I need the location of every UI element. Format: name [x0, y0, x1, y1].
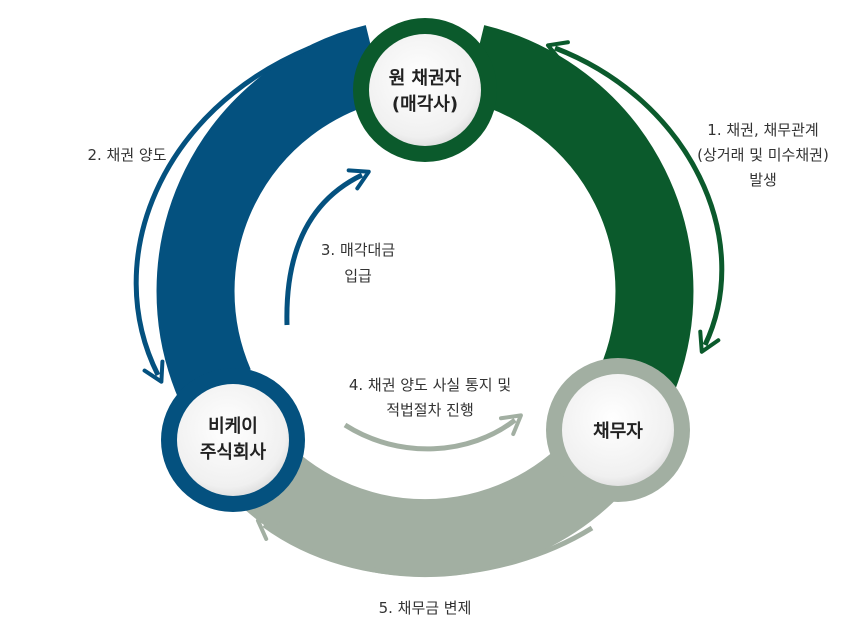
node-top-line2: (매각사) [392, 94, 458, 115]
step5-label: 5. 채무금 변제 [379, 599, 472, 617]
step1-line2: (상거래 및 미수채권) [697, 146, 829, 164]
arrow-step5 [255, 518, 594, 577]
node-left-line2: 주식회사 [200, 442, 267, 463]
step1-line1: 1. 채권, 채무관계 [707, 121, 818, 139]
arrow-step1 [546, 40, 725, 354]
node-bk-company: 비케이 주식회사 [161, 368, 305, 512]
ring-segment-blue [156, 25, 385, 401]
step3-label: 3. 매각대금 입급 [321, 241, 395, 285]
node-debtor: 채무자 [546, 358, 690, 502]
arrow-step3 [284, 168, 371, 326]
node-original-creditor: 원 채권자 (매각사) [353, 18, 497, 162]
node-top-line1: 원 채권자 [389, 68, 462, 89]
ring-segment-gray [220, 433, 630, 578]
node-left-line1: 비케이 [208, 416, 258, 437]
step4-line2: 적법절차 진행 [386, 401, 474, 419]
arrow-step2 [133, 45, 311, 384]
step4-label: 4. 채권 양도 사실 통지 및 적법절차 진행 [349, 376, 511, 419]
node-right-line1: 채무자 [593, 421, 643, 442]
step3-line1: 3. 매각대금 [321, 241, 395, 259]
step1-line3: 발생 [749, 171, 777, 189]
ring-segment-green [465, 25, 694, 401]
step3-line2: 입급 [344, 267, 372, 285]
step1-label: 1. 채권, 채무관계 (상거래 및 미수채권) 발생 [697, 121, 829, 189]
step2-label: 2. 채권 양도 [87, 146, 166, 164]
arrow-step4 [343, 413, 523, 452]
step4-line1: 4. 채권 양도 사실 통지 및 [349, 376, 511, 394]
